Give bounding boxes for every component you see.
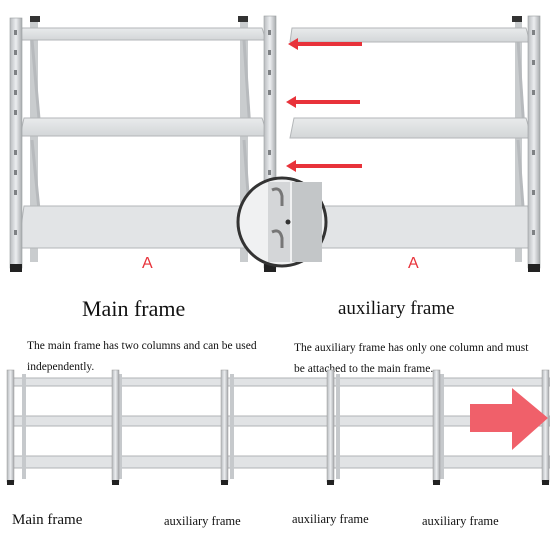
- bottom-label-aux-frame-2: auxiliary frame: [292, 512, 369, 526]
- auxiliary-frame-illustration: [289, 15, 541, 272]
- aux-frame-title: auxiliary frame: [338, 298, 455, 319]
- main-letter: A: [142, 255, 153, 272]
- main-frame-illustration: [9, 15, 277, 272]
- combined-shelving-illustration: [6, 369, 550, 485]
- shelving-illustration: A A: [9, 15, 541, 272]
- hook-detail-circle: [236, 176, 328, 268]
- arrow-right-icon: [470, 388, 548, 450]
- bottom-label-aux-frame-3: auxiliary frame: [422, 514, 499, 528]
- arrow-left-icon: [286, 38, 362, 172]
- main-frame-description: The main frame has two columns and can b…: [27, 340, 257, 373]
- aux-letter: A: [408, 255, 419, 272]
- main-frame-title: Main frame: [82, 296, 186, 321]
- bottom-label-main-frame: Main frame: [12, 512, 83, 528]
- bottom-label-aux-frame-1: auxiliary frame: [164, 514, 241, 528]
